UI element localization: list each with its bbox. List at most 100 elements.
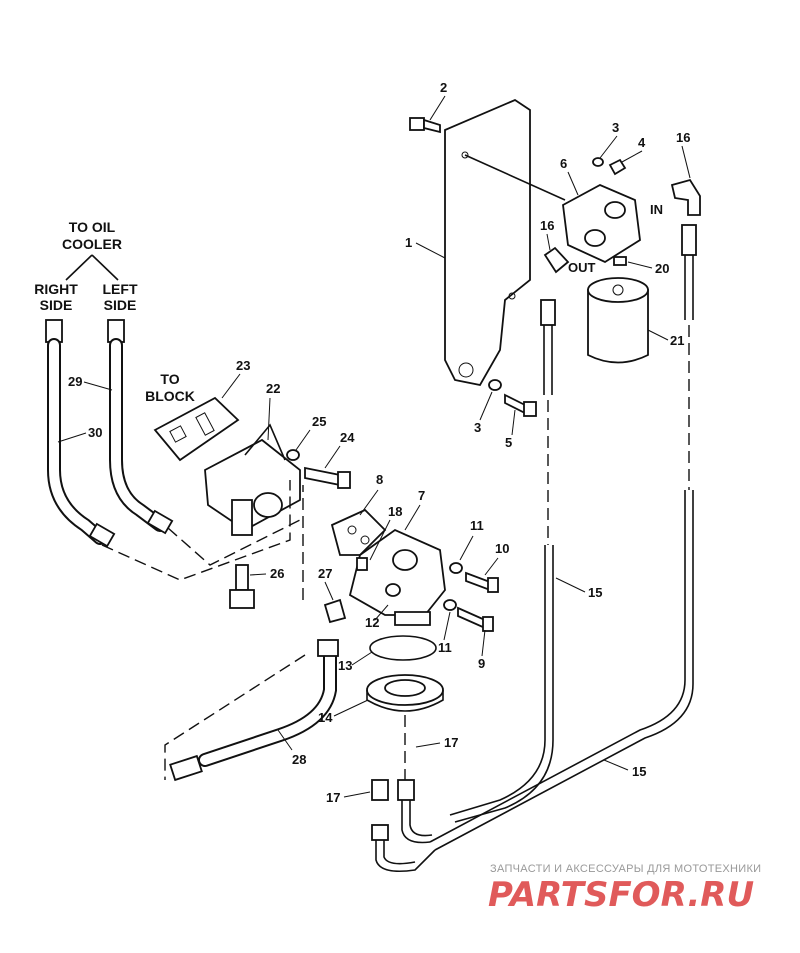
svg-text:4: 4	[638, 135, 646, 150]
svg-text:3: 3	[474, 420, 481, 435]
callout-17-left: 17	[326, 790, 371, 805]
svg-text:23: 23	[236, 358, 250, 373]
svg-text:11: 11	[438, 640, 452, 655]
washer-3	[592, 157, 604, 167]
svg-text:21: 21	[670, 333, 684, 348]
elbow-16-in	[670, 178, 701, 216]
out-label: OUT	[568, 260, 596, 275]
callout-2: 2	[429, 80, 447, 121]
svg-text:2: 2	[440, 80, 447, 95]
svg-text:18: 18	[388, 504, 402, 519]
in-label: IN	[650, 202, 663, 217]
callout-25: 25	[295, 414, 326, 451]
filter-head-port-in	[604, 201, 626, 219]
callout-22: 22	[266, 381, 280, 441]
bolt-24	[304, 466, 341, 487]
callout-4: 4	[621, 135, 646, 163]
routing-dash-30	[101, 480, 291, 581]
svg-text:13: 13	[338, 658, 352, 673]
svg-text:15: 15	[588, 585, 602, 600]
filter-head-port-out	[584, 229, 606, 247]
hose-28-fitting-bottom	[169, 754, 203, 782]
to-oil-cooler-line2: COOLER	[62, 236, 122, 252]
callout-1: 1	[405, 235, 446, 259]
svg-text:14: 14	[318, 710, 333, 725]
svg-text:11: 11	[470, 518, 484, 533]
gasket-8	[330, 508, 387, 556]
hose-28-fitting-top	[317, 639, 339, 657]
svg-text:5: 5	[505, 435, 512, 450]
callout-9: 9	[478, 629, 486, 671]
svg-text:20: 20	[655, 261, 669, 276]
callout-21: 21	[647, 329, 684, 348]
fitting-26-stem	[235, 564, 249, 591]
callout-10: 10	[484, 541, 509, 576]
hose-15-a-fitting	[540, 299, 556, 326]
bracket-1-leader	[464, 154, 566, 201]
bolt-2-shank	[423, 118, 441, 134]
oil-filter-21	[587, 289, 649, 364]
adapter-7	[348, 528, 446, 616]
hose-15-b-fitting	[681, 224, 697, 256]
hose-15-lower-b	[375, 840, 436, 873]
routing-dash-29	[167, 519, 301, 566]
callout-15-upper: 15	[555, 577, 602, 600]
to-block-line2: BLOCK	[145, 388, 195, 404]
adapter-7-port	[392, 549, 418, 571]
callout-27: 27	[318, 566, 334, 601]
callout-14: 14	[318, 699, 369, 725]
hose-30	[45, 319, 116, 548]
washer-11-lower	[443, 599, 457, 611]
callout-18: 18	[369, 504, 402, 561]
svg-text:17: 17	[444, 735, 458, 750]
svg-text:27: 27	[318, 566, 332, 581]
left-side-line1: LEFT	[103, 281, 138, 297]
callout-28: 28	[277, 729, 306, 767]
fitting-26-hex	[229, 589, 255, 609]
adapter-22-bracket	[244, 423, 286, 461]
fitting-17-b	[371, 779, 389, 801]
callout-11-lower: 11	[438, 611, 452, 655]
svg-text:28: 28	[292, 752, 306, 767]
callout-23: 23	[221, 358, 250, 399]
gasket-23	[153, 396, 240, 462]
callout-12: 12	[365, 604, 389, 630]
svg-text:25: 25	[312, 414, 326, 429]
callout-8: 8	[359, 472, 383, 516]
hose-15-a	[449, 299, 556, 823]
right-side-line2: SIDE	[40, 297, 73, 313]
hose-15-lower-a	[401, 800, 433, 844]
callout-16-out: 16	[540, 218, 554, 251]
svg-text:30: 30	[88, 425, 102, 440]
bracket-1	[444, 98, 531, 387]
watermark-tagline: ЗАПЧАСТИ И АКСЕССУАРЫ ДЛЯ МОТОТЕХНИКИ	[490, 863, 761, 875]
svg-text:24: 24	[340, 430, 355, 445]
callout-3-upper: 3	[599, 120, 619, 159]
oil-cooler-branch-lines	[65, 254, 119, 281]
adapter-7-base	[394, 611, 431, 626]
hose-15-b	[429, 224, 697, 851]
plug-18	[356, 557, 368, 571]
washer-25	[286, 449, 300, 461]
svg-text:1: 1	[405, 235, 412, 250]
hose-30-fitting-bottom	[88, 522, 116, 548]
callout-3-lower: 3	[474, 391, 493, 435]
nut-4	[608, 158, 627, 176]
svg-text:7: 7	[418, 488, 425, 503]
svg-text:16: 16	[540, 218, 554, 233]
callout-29: 29	[68, 374, 113, 391]
washer-11-upper	[449, 562, 463, 574]
bolt-24-head	[337, 471, 351, 489]
elbow-27	[323, 598, 347, 624]
washer-3-lower	[488, 379, 502, 391]
o-ring-13	[369, 635, 437, 661]
watermark-logo: PARTSFOR.RU	[488, 875, 754, 915]
callout-15-lower: 15	[603, 759, 646, 779]
svg-text:6: 6	[560, 156, 567, 171]
to-oil-cooler-line1: TO OIL	[69, 219, 116, 235]
svg-text:8: 8	[376, 472, 383, 487]
svg-text:10: 10	[495, 541, 509, 556]
hose-28	[169, 639, 339, 782]
bolt-10	[465, 571, 491, 592]
